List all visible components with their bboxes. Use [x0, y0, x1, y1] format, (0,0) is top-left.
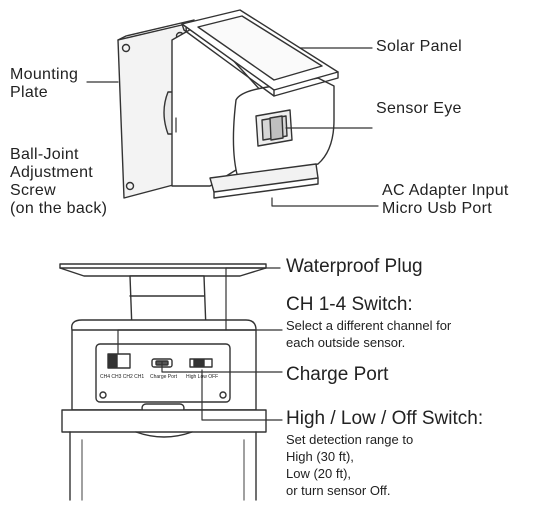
- sensor-eye-label: Sensor Eye: [376, 100, 462, 117]
- screw-hole-top-left: [121, 43, 131, 53]
- ch-switch-description: Select a different channel for each outs…: [286, 318, 452, 350]
- top-leader-lines: [86, 47, 379, 207]
- panel-ch-label: CH4 CH3 CH2 CH1: [100, 374, 145, 380]
- hlo-switch-title: High / Low / Off Switch:: [286, 408, 484, 429]
- ball-joint-label: Ball-Joint Adjustment Screw (on the back…: [10, 146, 108, 217]
- ac-adapter-label: AC Adapter Input Micro Usb Port: [382, 182, 509, 217]
- mounting-plate-label: Mounting Plate: [10, 66, 79, 101]
- bottom-leader-lines: [117, 267, 283, 421]
- screw-hole-bottom-left: [125, 181, 135, 191]
- top-sensor-illustration: [117, 9, 339, 199]
- control-panel-plate: [95, 343, 231, 403]
- charge-port-label: Charge Port: [286, 364, 389, 385]
- bottom-sensor-illustration: [59, 263, 267, 501]
- solar-panel-label: Solar Panel: [376, 38, 463, 55]
- panel-charge-label: Charge Port: [150, 374, 177, 380]
- panel-hlo-label: High Low OFF: [186, 374, 219, 380]
- ch-switch-title: CH 1-4 Switch:: [286, 294, 413, 315]
- hlo-switch-description: Set detection range to High (30 ft), Low…: [286, 432, 414, 498]
- lower-bracket-shape: [61, 409, 267, 433]
- waterproof-plug-label: Waterproof Plug: [286, 256, 423, 277]
